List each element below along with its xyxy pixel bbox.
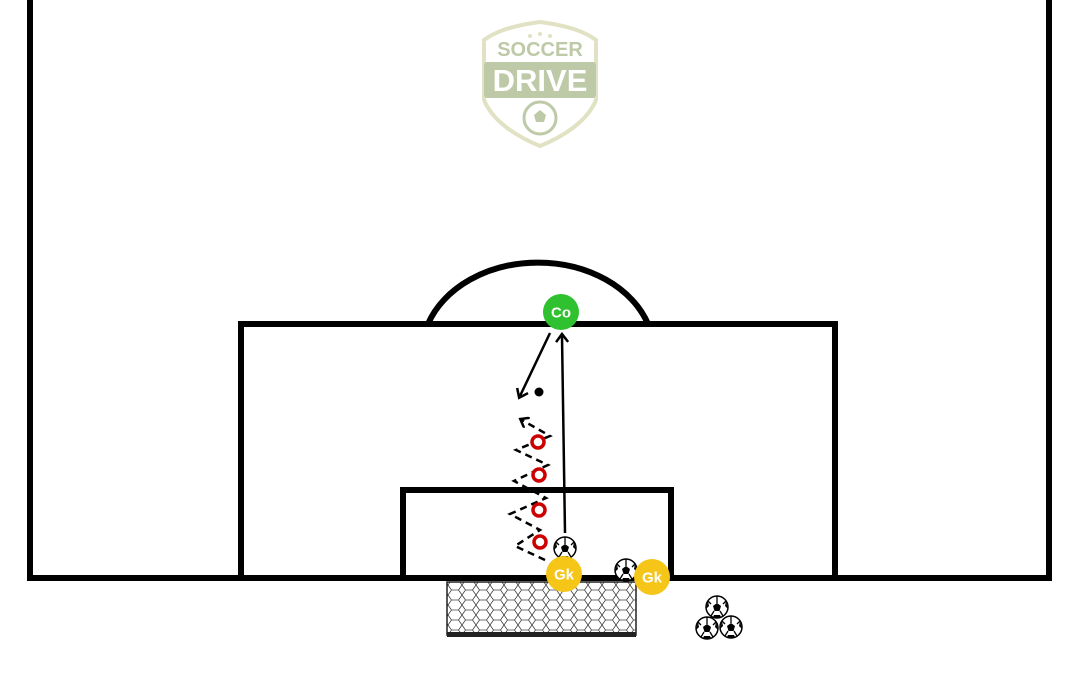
pass-arrow [515,332,552,400]
coach-player: Co [543,294,579,330]
logo-text-drive: DRIVE [493,63,588,98]
soccer-drive-logo: SOCCER DRIVE [482,19,598,149]
soccer-ball-icon [695,616,719,640]
cone-marker [531,502,547,518]
coach-label: Co [551,305,571,322]
goal-net [446,581,637,637]
cone-marker [531,467,547,483]
goalkeeper-right: Gk [634,559,670,595]
soccer-ball-icon [614,558,638,582]
shot-arrow [555,331,570,534]
pitch-lines [27,0,1052,581]
soccer-ball-icon [553,536,577,560]
cone-markers [530,434,548,550]
cone-marker [530,434,546,450]
logo-stars-icon [528,32,552,38]
soccer-ball-icon [705,595,729,619]
goalkeeper-left: Gk [546,556,582,592]
soccer-ball-icon [719,615,743,639]
drill-paths [507,331,570,562]
penalty-arc [425,259,651,326]
cone-marker [532,534,548,550]
goalkeeper-left-label: Gk [554,567,575,584]
logo-ball-icon [522,100,558,136]
goal-area [400,487,674,581]
goalkeeper-right-label: Gk [642,570,663,587]
ball-dot [534,387,544,397]
logo-text-soccer: SOCCER [497,39,583,61]
